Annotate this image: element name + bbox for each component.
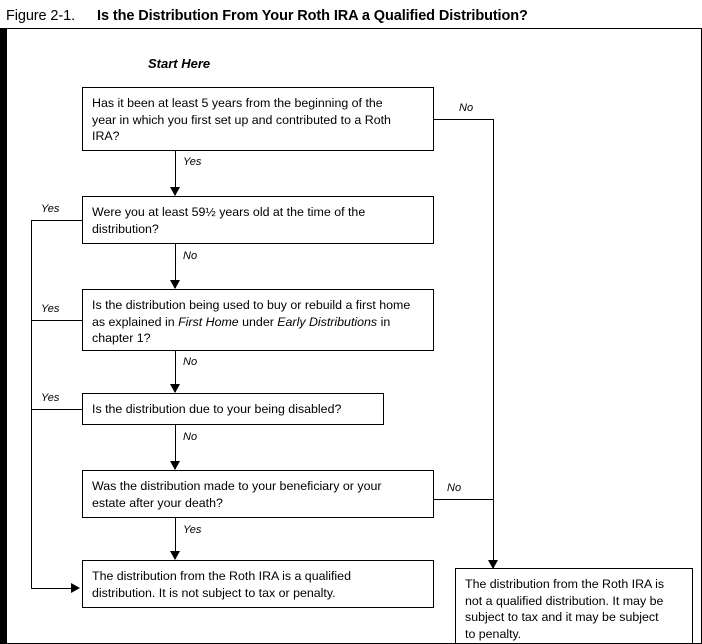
arrowhead-q2-to-q3 [170,280,180,289]
arrowhead-q5-to-qualified [170,551,180,560]
edge-label-q4-no: No [183,431,198,443]
edge-label-q2-yes: Yes [41,203,60,215]
edge-label-q5-no: No [447,482,462,494]
connector-no-rail-vertical [493,119,494,568]
decision-box-five-year-rule: Has it been at least 5 years from the be… [82,87,434,151]
q3-text-part-2: under [238,314,278,329]
figure-title: Is the Distribution From Your Roth IRA a… [97,8,528,24]
connector-q5-no-horizontal [434,499,493,500]
connector-q5-yes-vertical [175,518,176,559]
connector-q4-yes-horizontal [31,409,82,410]
connector-q2-yes-horizontal [31,220,82,221]
edge-label-q5-yes: Yes [183,524,202,536]
decision-box-first-home: Is the distribution being used to buy or… [82,289,434,351]
q1-line-3: IRA? [92,129,120,144]
flowchart-canvas: Start Here Has it been at least 5 years … [0,28,702,644]
decision-box-beneficiary-or-estate: Was the distribution made to your benefi… [82,470,434,518]
edge-label-q2-no: No [183,250,198,262]
q2-line-2: distribution? [92,221,159,236]
arrowhead-q3-to-q4 [170,384,180,393]
edge-label-q3-no: No [183,356,198,368]
figure-number: Figure 2-1. [6,8,76,24]
q1-line-1: Has it been at least 5 years from the be… [92,96,383,110]
connector-q1-no-horizontal [434,119,493,120]
q3-text-part-3: in chapter 1? [92,314,391,346]
figure-title-row: Figure 2-1. Is the Distribution From You… [6,4,696,28]
edge-label-q1-yes: Yes [183,156,202,168]
arrowhead-q4-to-q5 [170,461,180,470]
edge-label-q1-no: No [459,102,474,114]
arrowhead-no-rail-to-not-qualified [488,560,498,569]
decision-box-age-59-and-a-half: Were you at least 59½ years old at the t… [82,196,434,244]
connector-q2-no-vertical [175,244,176,288]
q5-line-2: estate after your death? [92,495,223,510]
q5-line-1: Was the distribution made to your benefi… [92,479,382,493]
connector-q3-no-vertical [175,351,176,392]
connector-q4-no-vertical [175,425,176,469]
terminal-box-qualified-distribution: The distribution from the Roth IRA is a … [82,560,434,608]
edge-label-q4-yes: Yes [41,392,60,404]
start-here-label: Start Here [148,56,211,71]
q4-line-1: Is the distribution due to your being di… [92,402,342,416]
connector-yes-rail-vertical [31,220,32,588]
connector-q1-yes-vertical [175,151,176,195]
arrowhead-yes-rail-to-qualified [71,583,80,593]
q3-emphasis-first-home: First Home [178,314,239,329]
decision-box-disabled: Is the distribution due to your being di… [82,393,384,425]
not-qualified-line-3: subject to tax and it may be subject [465,610,659,625]
terminal-box-not-qualified-distribution: The distribution from the Roth IRA is no… [455,568,693,644]
q3-emphasis-early-distributions: Early Distributions [277,314,378,329]
qualified-line-1: The distribution from the Roth IRA is a … [92,569,351,583]
not-qualified-line-2: not a qualified distribution. It may be [465,593,664,608]
arrowhead-q1-to-q2 [170,187,180,196]
q1-line-2: year in which you first set up and contr… [92,112,391,127]
q3-text-part-1: Is the distribution being used to buy or… [92,298,411,329]
connector-yes-rail-horizontal [31,588,73,589]
not-qualified-line-4: to penalty. [465,626,522,641]
edge-label-q3-yes: Yes [41,303,60,315]
not-qualified-line-1: The distribution from the Roth IRA is [465,577,665,591]
connector-q3-yes-horizontal [31,320,82,321]
q2-line-1: Were you at least 59½ years old at the t… [92,205,366,219]
qualified-line-2: distribution. It is not subject to tax o… [92,585,336,600]
